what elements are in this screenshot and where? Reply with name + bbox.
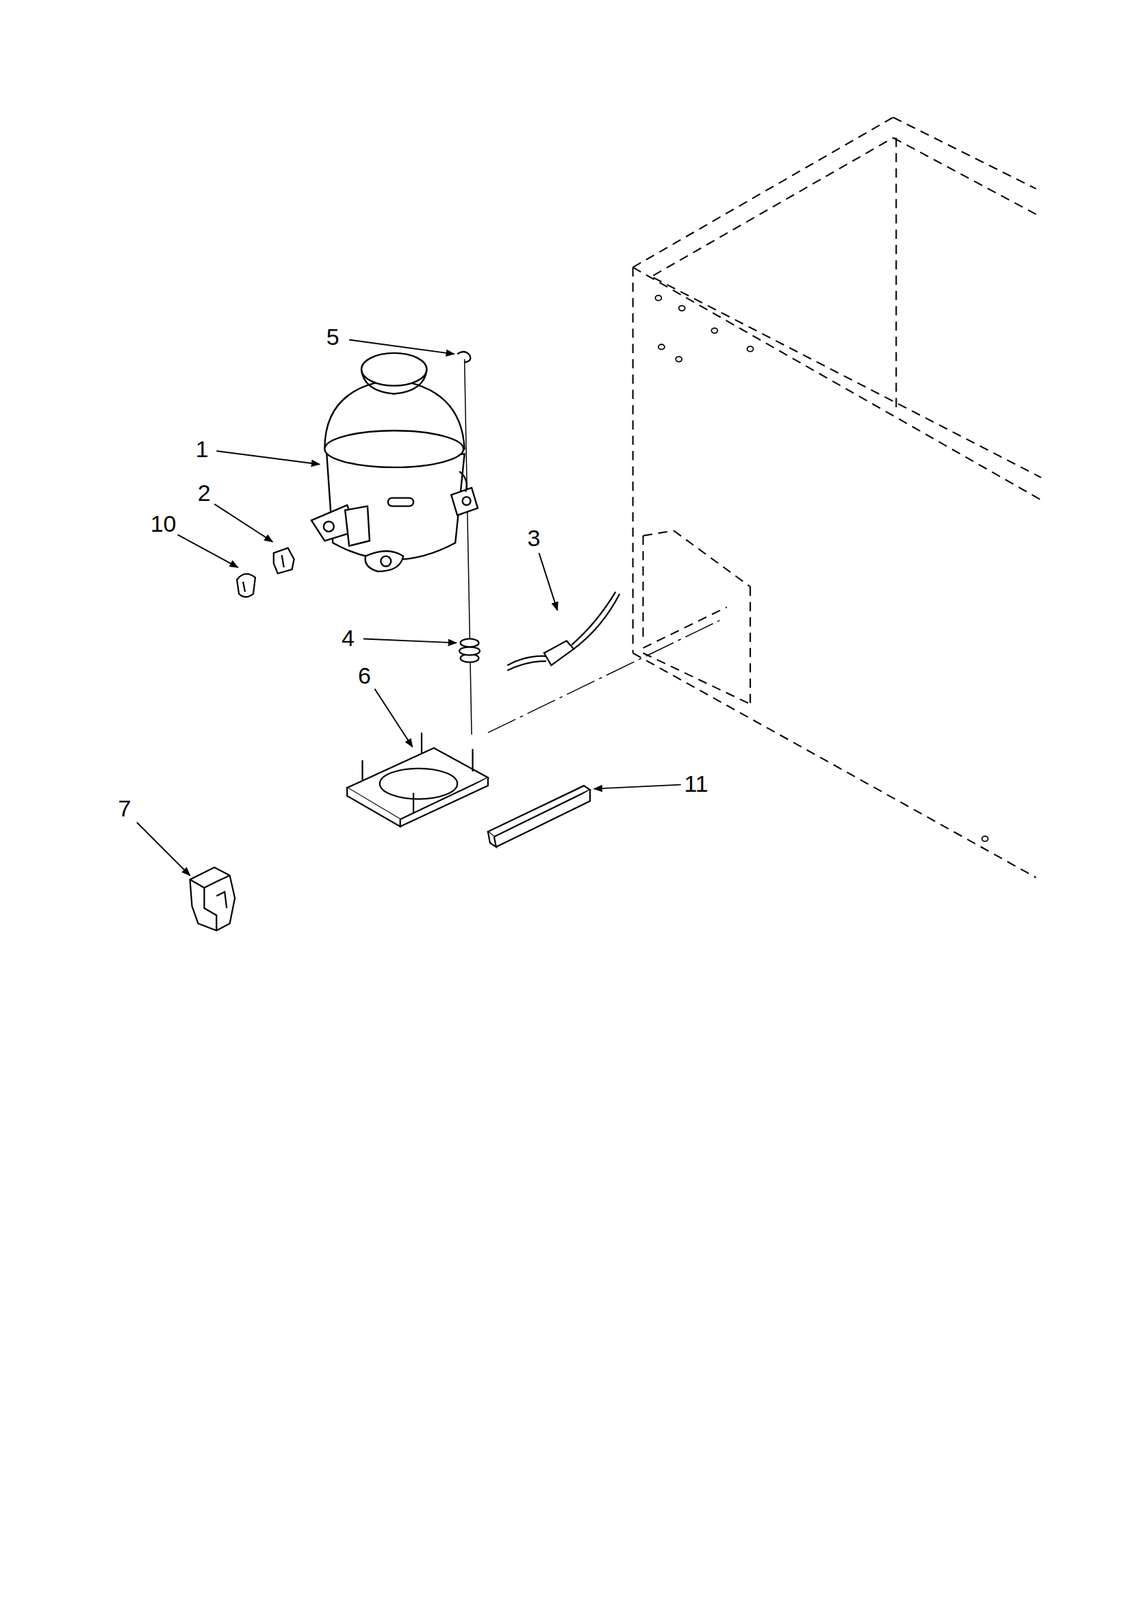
overload-protector [273,548,295,574]
mounting-holes [655,295,988,842]
callout-number: 10 [150,511,177,536]
relay-cover [190,867,236,931]
guide-line [464,359,721,736]
filter-drier [507,592,620,671]
grommet [459,638,480,662]
callout-number: 6 [357,663,371,688]
callout-number: 4 [341,626,355,650]
callout-number: 11 [683,772,708,796]
callout-number: 5 [326,325,340,349]
callout-number: 1 [195,437,209,461]
cabinet-outline [633,117,1042,878]
bracket [488,785,591,847]
leader-arrow [136,340,682,877]
base-plate [347,733,489,827]
clip [457,351,471,363]
terminal-cover [236,574,256,598]
callout-number: 3 [527,526,541,550]
callout-number: 2 [197,481,211,505]
compressor [311,353,478,572]
callout-number: 7 [117,796,131,820]
